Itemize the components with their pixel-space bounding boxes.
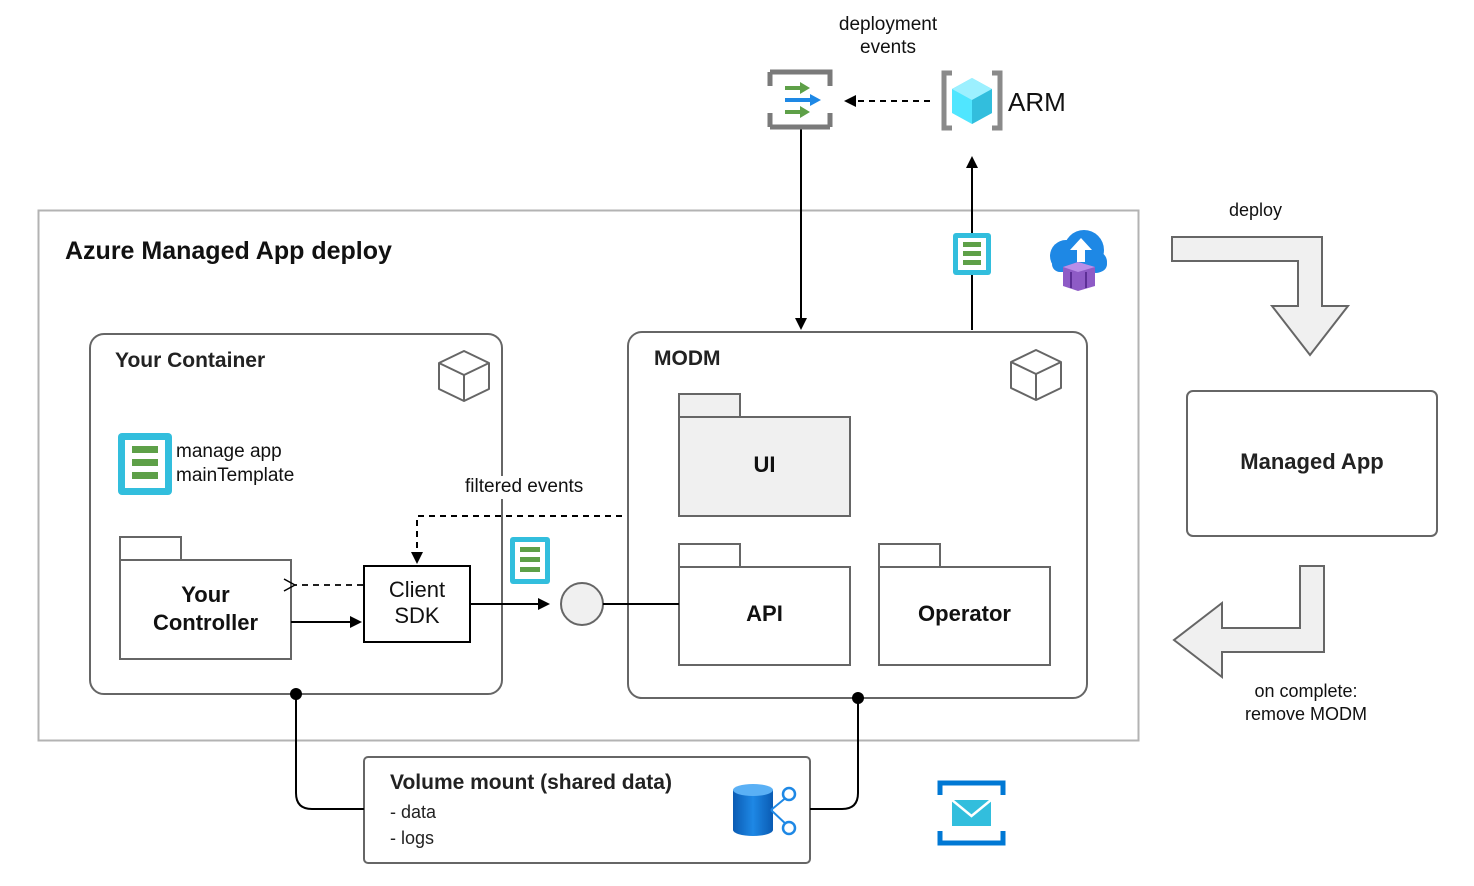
- client-sdk-box: [363, 565, 471, 643]
- on-complete-label: on complete: remove MODM: [1226, 680, 1386, 727]
- your-controller-line: Your: [181, 582, 230, 607]
- api-interface-circle: [560, 582, 604, 626]
- cube-icon: [438, 350, 490, 402]
- container-volume-link: [295, 694, 364, 810]
- managed-app-box: [1186, 390, 1438, 537]
- event-grid-icon: [767, 69, 833, 130]
- arm-resource-icon: [941, 70, 1003, 131]
- your-controller-label: Your Controller: [120, 581, 291, 636]
- client-sdk-line: SDK: [394, 602, 440, 628]
- manage-app-line: mainTemplate: [176, 464, 295, 486]
- your-container-label: Your Container: [115, 349, 266, 372]
- ui-label: UI: [753, 452, 776, 477]
- deploy-arrow: [1171, 236, 1351, 357]
- filtered-events-label: filtered events: [463, 476, 586, 499]
- client-sdk-line: Client: [388, 577, 446, 602]
- template-file-icon: [510, 537, 550, 584]
- operator-label: Operator: [918, 601, 1011, 626]
- modm-volume-link: [810, 698, 859, 810]
- template-file-icon: [953, 233, 991, 275]
- operator-package: [878, 543, 1051, 666]
- template-file-icon: [118, 433, 172, 495]
- deployment-events-line: deployment: [838, 14, 938, 35]
- api-label: API: [746, 601, 783, 626]
- your-controller-line: Controller: [152, 609, 259, 635]
- deployment-events-line: events: [860, 36, 916, 58]
- manage-app-note: manage app mainTemplate: [176, 440, 294, 488]
- diagram-title: Azure Managed App deploy: [65, 237, 392, 265]
- deploy-frame: [37, 209, 1140, 742]
- cube-icon: [1010, 349, 1062, 401]
- deploy-label: deploy: [1229, 200, 1283, 220]
- modm-label: MODM: [654, 347, 721, 370]
- remove-modm-arrow: [1172, 565, 1325, 680]
- volume-mount-item: - data: [390, 802, 437, 822]
- arm-label: ARM: [1008, 87, 1066, 117]
- volume-mount-item: - logs: [390, 828, 435, 849]
- link-dot: [852, 692, 864, 704]
- your-controller-package: [119, 536, 292, 660]
- on-complete-line: on complete:: [1254, 681, 1358, 701]
- managed-app-label: Managed App: [1240, 449, 1384, 474]
- deployment-events-label: deployment events: [820, 14, 956, 60]
- ui-package: [678, 393, 851, 517]
- volume-mount-items: - data - logs: [390, 799, 436, 851]
- storage-account-icon: [733, 784, 797, 836]
- on-complete-line: remove MODM: [1244, 704, 1367, 725]
- volume-mount-title: Volume mount (shared data): [390, 771, 672, 794]
- link-dot: [290, 688, 302, 700]
- container-registry-upload-icon: [1050, 230, 1107, 291]
- filtered-events-arrow: [411, 515, 622, 564]
- client-sdk-label: Client SDK: [364, 577, 470, 629]
- storage-queue-icon: [937, 780, 1006, 846]
- api-package: [678, 543, 851, 666]
- manage-app-line: manage app: [176, 441, 282, 462]
